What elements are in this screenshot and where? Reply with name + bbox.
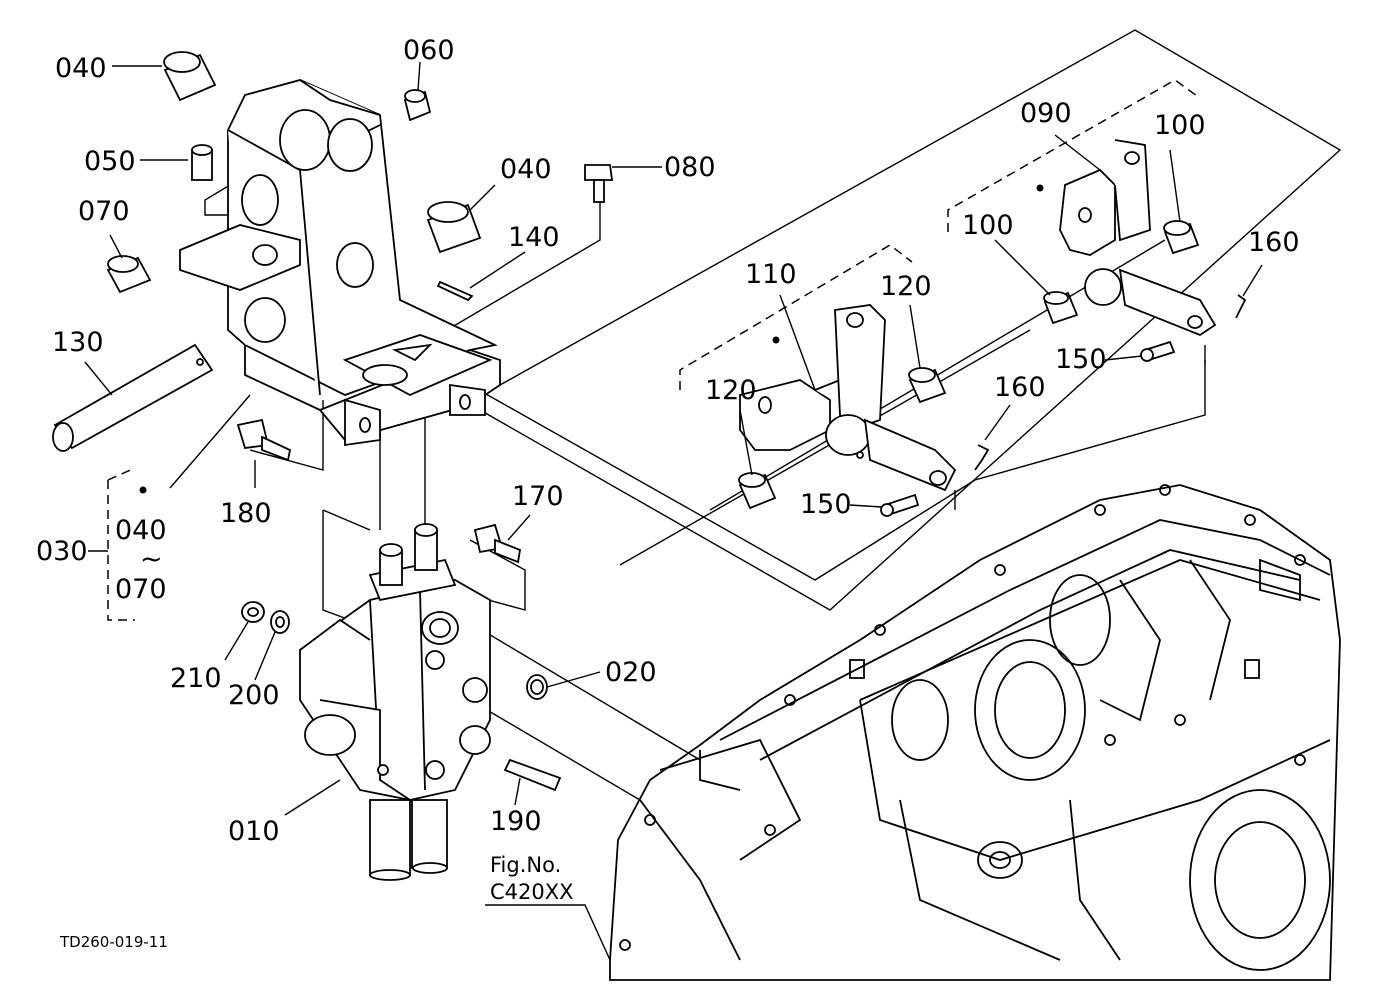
group-marker-dot xyxy=(139,486,147,494)
group-marker-dot xyxy=(772,336,780,344)
label-100: 100 xyxy=(1154,110,1206,141)
label-160: 160 xyxy=(994,372,1046,403)
label-030: 030 xyxy=(36,536,88,567)
fig-ref-line2: C420XX xyxy=(490,880,574,904)
label-010: 010 xyxy=(228,816,280,847)
drawing-ref-code: TD260-019-11 xyxy=(59,933,168,951)
transmission-housing xyxy=(609,484,1341,981)
label-060: 060 xyxy=(403,35,455,66)
group-marker-dot xyxy=(1036,184,1044,192)
label-range-to: 070 xyxy=(115,574,167,605)
label-150: 150 xyxy=(800,489,852,520)
label-080: 080 xyxy=(664,152,716,183)
label-100: 100 xyxy=(962,210,1014,241)
label-040: 040 xyxy=(55,53,107,84)
label-160: 160 xyxy=(1248,227,1300,258)
label-150: 150 xyxy=(1055,344,1107,375)
lever-assembly-090 xyxy=(1043,139,1247,362)
label-140: 140 xyxy=(508,222,560,253)
label-180: 180 xyxy=(220,498,272,529)
label-120: 120 xyxy=(705,375,757,406)
fig-ref-line1: Fig.No. xyxy=(490,853,561,877)
label-040: 040 xyxy=(500,154,552,185)
label-050: 050 xyxy=(84,146,136,177)
label-170: 170 xyxy=(512,481,564,512)
control-valve xyxy=(299,523,491,881)
label-210: 210 xyxy=(170,663,222,694)
label-range-from: 040 xyxy=(115,515,167,546)
lever-assembly-110 xyxy=(738,304,990,517)
label-130: 130 xyxy=(52,327,104,358)
label-leaders xyxy=(84,61,1263,961)
label-190: 190 xyxy=(490,806,542,837)
label-200: 200 xyxy=(228,680,280,711)
label-020: 020 xyxy=(605,657,657,688)
label-range-tilde: ~ xyxy=(140,544,163,575)
label-120: 120 xyxy=(880,271,932,302)
small-parts xyxy=(52,51,614,792)
label-070: 070 xyxy=(78,196,130,227)
part-labels: 040 060 050 040 080 070 140 090 100 100 … xyxy=(36,35,1300,951)
label-110: 110 xyxy=(745,259,797,290)
lift-bracket xyxy=(179,79,501,447)
label-090: 090 xyxy=(1020,98,1072,129)
